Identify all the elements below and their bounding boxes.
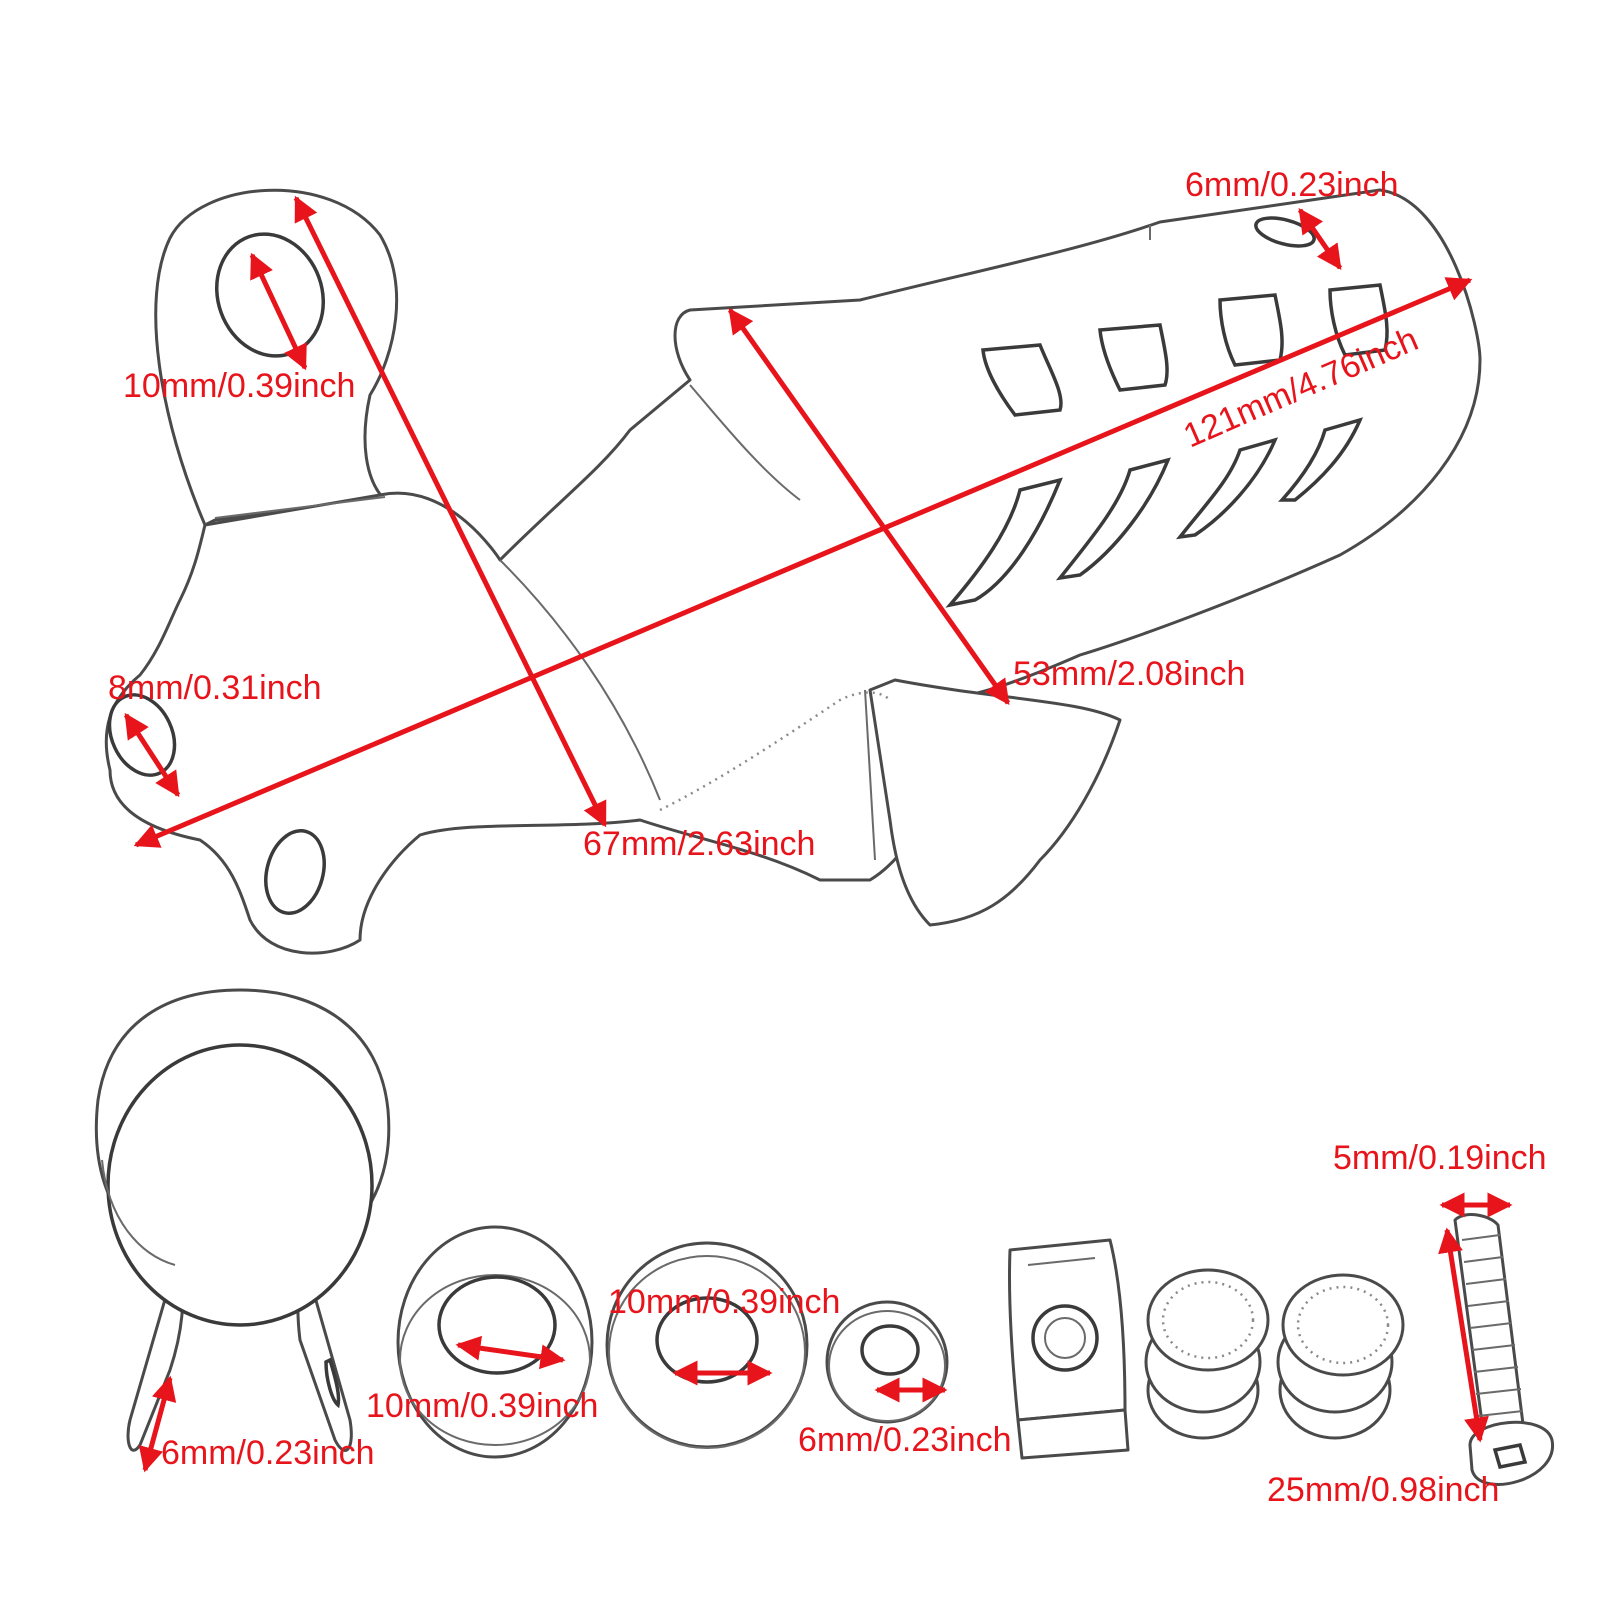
arrow-clamp-slot [138, 1375, 177, 1473]
dimension-arrows [123, 195, 1513, 1473]
label-washer-small-inner: 6mm/0.23inch [798, 1421, 1012, 1459]
label-spacer-inner: 10mm/0.39inch [366, 1387, 598, 1425]
hose-clamp [94, 988, 391, 1452]
arrow-guard-width [727, 307, 1011, 706]
arrow-spacer-inner [455, 1335, 566, 1370]
label-clamp-slot: 6mm/0.23inch [161, 1434, 375, 1472]
arrow-tip-hole [1297, 207, 1343, 271]
label-tip-hole: 6mm/0.23inch [1185, 166, 1399, 204]
rubber-grommet-1 [1144, 1268, 1270, 1440]
label-bolt-diameter: 5mm/0.19inch [1333, 1139, 1547, 1177]
washer-small-hole [860, 1324, 920, 1376]
rubber-grommet-2 [1276, 1273, 1405, 1440]
label-bracket-height: 67mm/2.63inch [583, 825, 815, 863]
label-top-hole: 10mm/0.39inch [123, 367, 355, 405]
clamp-slot [324, 1357, 341, 1409]
label-guard-width: 53mm/2.08inch [1013, 655, 1245, 693]
lower-flap [868, 678, 1122, 927]
label-left-hole: 8mm/0.31inch [108, 669, 322, 707]
clip-nut [1007, 1238, 1130, 1460]
washer-large [605, 1241, 809, 1449]
washer-small [825, 1300, 949, 1424]
bolt [1453, 1213, 1554, 1486]
label-washer-large-inner: 10mm/0.39inch [608, 1283, 840, 1321]
label-bolt-length: 25mm/0.98inch [1267, 1471, 1499, 1509]
arrow-bolt-length [1438, 1227, 1489, 1443]
